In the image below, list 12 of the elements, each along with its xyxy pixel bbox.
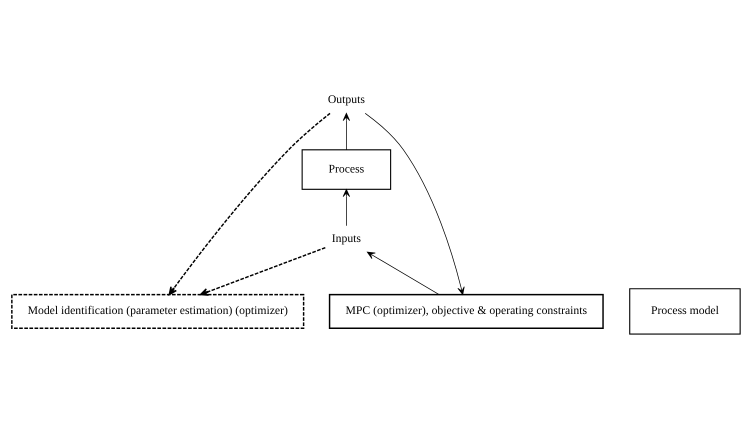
node-text: Outputs bbox=[328, 92, 365, 106]
node-box: Process bbox=[302, 149, 392, 190]
arrow bbox=[342, 189, 350, 226]
arrow bbox=[342, 112, 350, 150]
node-box: MPC (optimizer), objective & operating constraints bbox=[328, 294, 604, 329]
arrow bbox=[364, 112, 465, 295]
node-box: Process model bbox=[629, 288, 741, 335]
node-text: Inputs bbox=[332, 232, 361, 245]
arrow bbox=[366, 252, 440, 295]
arrow bbox=[200, 247, 326, 296]
arrow bbox=[168, 112, 330, 296]
node-box: Model identification (parameter estimation) (optimizer) bbox=[11, 294, 304, 329]
